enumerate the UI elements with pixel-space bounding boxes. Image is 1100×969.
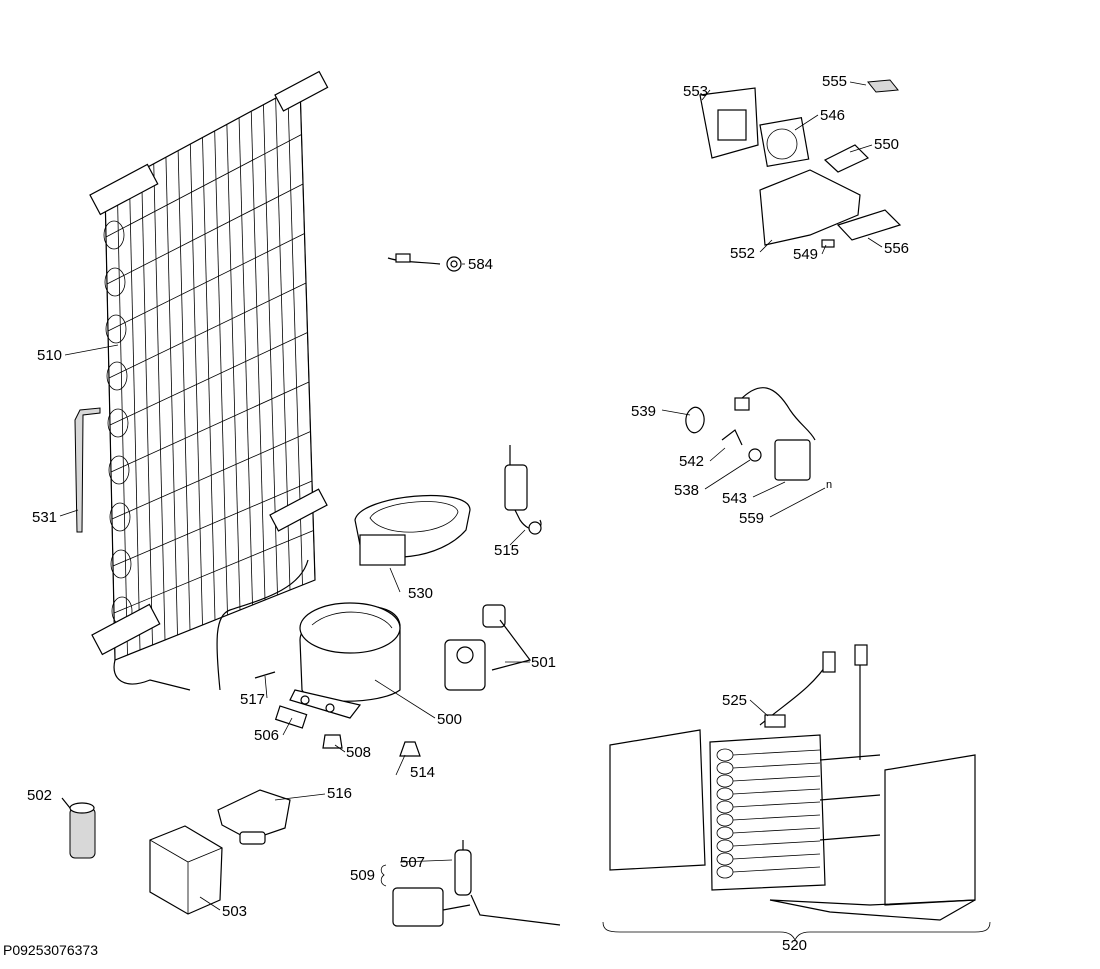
grommet-514 [399, 741, 421, 757]
label-525: 525 [722, 692, 747, 709]
heater-515 [504, 445, 542, 535]
label-515: 515 [494, 542, 519, 559]
label-516: 516 [327, 785, 352, 802]
condenser-510 [89, 70, 329, 691]
sensor-584 [387, 253, 462, 272]
label-553: 553 [683, 83, 708, 100]
label-555: 555 [822, 73, 847, 90]
label-503: 503 [222, 903, 247, 920]
label-539: 539 [631, 403, 656, 420]
starter-relay-501 [444, 604, 532, 691]
evaporator-520 [609, 644, 976, 921]
label-520: 520 [782, 937, 807, 954]
label-517: 517 [240, 691, 265, 708]
small-hardware [254, 671, 421, 757]
label-584: 584 [468, 256, 493, 273]
tray-556 [836, 209, 902, 241]
pin-517 [254, 671, 276, 679]
nut-508 [322, 734, 343, 749]
motor-543 [774, 439, 811, 481]
fan-motor-group [685, 387, 816, 481]
fan-blade-539 [685, 406, 705, 434]
label-502: 502 [27, 787, 52, 804]
label-538: 538 [674, 482, 699, 499]
pad-555 [867, 79, 899, 93]
label-n: n [826, 479, 832, 491]
label-509: 509 [350, 867, 375, 884]
label-530: 530 [408, 585, 433, 602]
plate-506 [274, 705, 308, 729]
label-550: 550 [874, 136, 899, 153]
bracket-542 [721, 429, 743, 446]
label-531: 531 [32, 509, 57, 526]
compressor-500 [289, 602, 401, 719]
insulation-tube-531 [74, 407, 101, 533]
label-543: 543 [722, 490, 747, 507]
valve-assembly-509 [392, 840, 561, 927]
box-503 [149, 825, 223, 915]
label-507: 507 [400, 854, 425, 871]
label-510: 510 [37, 347, 62, 364]
label-501: 501 [531, 654, 556, 671]
housing-552 [759, 169, 861, 246]
label-542: 542 [679, 453, 704, 470]
label-514: 514 [410, 764, 435, 781]
label-556: 556 [884, 240, 909, 257]
label-559: 559 [739, 510, 764, 527]
label-500: 500 [437, 711, 462, 728]
clip-549 [821, 239, 835, 248]
document-code: P09253076373 [3, 942, 98, 958]
leader-lines [59, 81, 991, 941]
part-550 [823, 144, 870, 173]
label-506: 506 [254, 727, 279, 744]
label-508: 508 [346, 744, 371, 761]
fan-546 [759, 117, 810, 168]
drip-tray-530 [354, 494, 471, 566]
label-552: 552 [730, 245, 755, 262]
valve-507 [454, 849, 472, 896]
bracket-516 [217, 789, 291, 845]
drier-502 [61, 797, 96, 859]
label-546: 546 [820, 107, 845, 124]
fan-housing-group [699, 79, 902, 248]
ring-538 [748, 448, 762, 462]
label-549: 549 [793, 246, 818, 263]
part-labels: 510 531 584 530 515 501 500 517 506 508 … [3, 73, 909, 958]
